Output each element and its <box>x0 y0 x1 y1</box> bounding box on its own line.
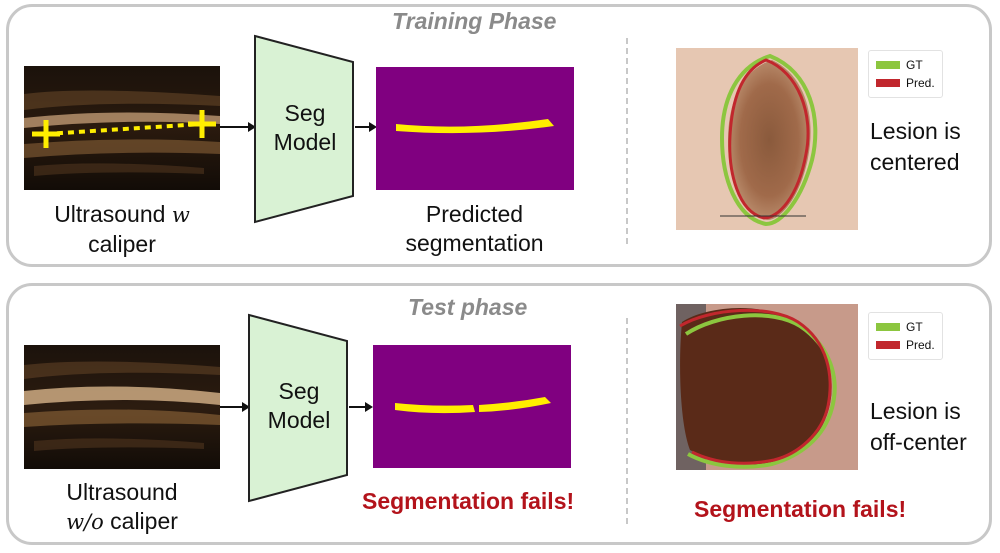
legend-train: GT Pred. <box>868 50 943 98</box>
training-divider <box>626 38 628 244</box>
ultrasound-without-caliper-image <box>24 345 220 469</box>
legend-item-pred-test: Pred. <box>876 336 935 354</box>
test-phase-title: Test phase <box>408 294 528 320</box>
predicted-segmentation-mask-test <box>373 345 571 468</box>
arrow-to-output-test <box>349 402 373 412</box>
training-phase-title: Training Phase <box>392 8 557 34</box>
legend-pred-label: Pred. <box>906 76 935 90</box>
test-divider <box>626 318 628 524</box>
seg-model-block-test <box>248 313 348 503</box>
legend-item-gt-test: GT <box>876 318 935 336</box>
skin-lesion-centered-image <box>676 48 858 230</box>
predicted-segmentation-mask-train <box>376 67 574 190</box>
legend-gt-label: GT <box>906 58 923 72</box>
legend-gt-label-test: GT <box>906 320 923 334</box>
arrow-to-model-train <box>220 122 256 132</box>
ultrasound-without-caliper-label: Ultrasound w/o caliper <box>66 479 178 534</box>
ultrasound-with-caliper-image <box>24 66 220 190</box>
legend-item-pred: Pred. <box>876 74 935 92</box>
pred-swatch <box>876 79 900 87</box>
segmentation-fails-label-right: Segmentation fails! <box>694 496 907 522</box>
gt-swatch-test <box>876 323 900 331</box>
arrow-to-output-train <box>355 122 377 132</box>
gt-swatch <box>876 61 900 69</box>
segmentation-fails-label: Segmentation fails! <box>362 488 575 514</box>
seg-model-block-train <box>254 34 354 224</box>
legend-item-gt: GT <box>876 56 935 74</box>
ultrasound-with-caliper-label: Ultrasound w caliper <box>54 201 190 257</box>
skin-lesion-off-center-image <box>676 304 858 470</box>
legend-pred-label-test: Pred. <box>906 338 935 352</box>
legend-test: GT Pred. <box>868 312 943 360</box>
arrow-to-model-test <box>220 402 250 412</box>
pred-swatch-test <box>876 341 900 349</box>
